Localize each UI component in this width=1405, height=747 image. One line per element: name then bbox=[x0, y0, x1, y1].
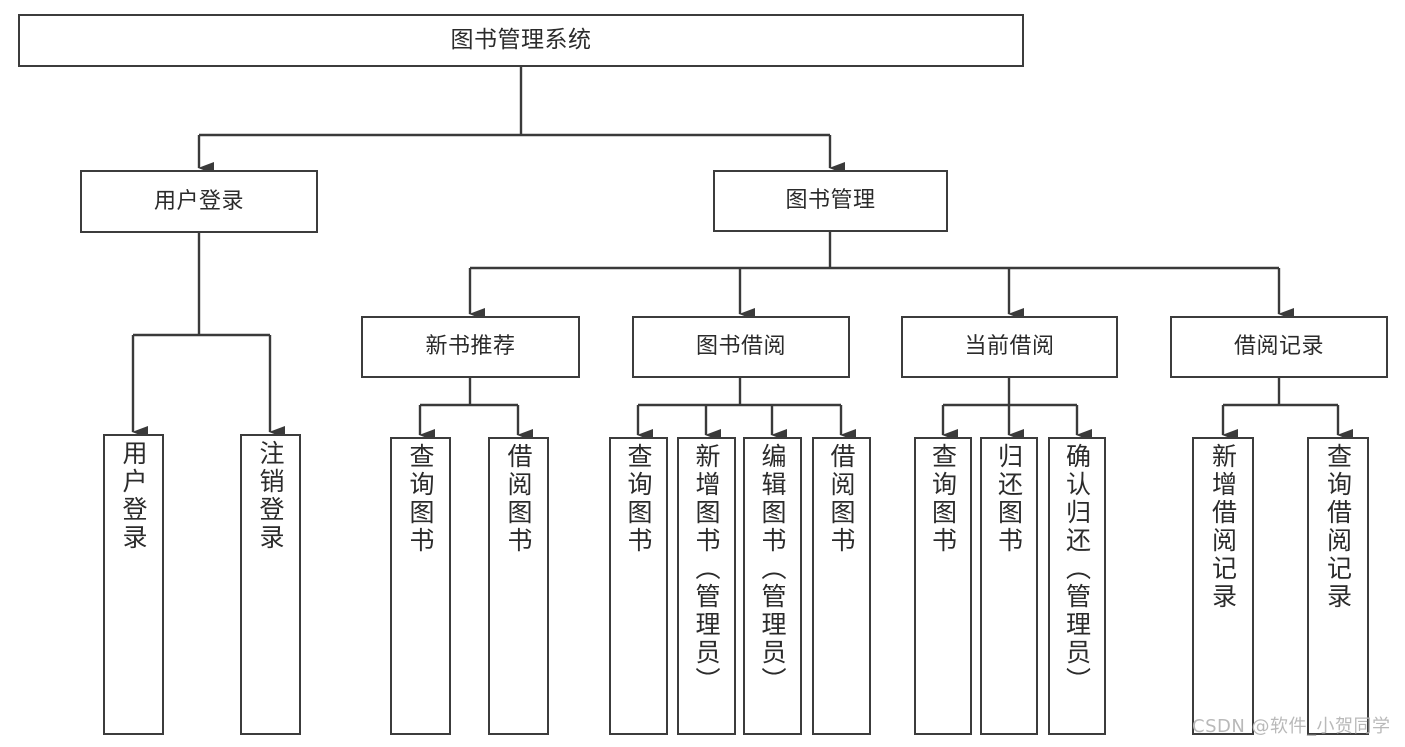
node-book-management[interactable]: 图书管理 bbox=[713, 170, 948, 232]
leaf-borrow-borrow-book[interactable]: 借阅图书 bbox=[812, 437, 871, 735]
leaf-current-confirm-return-admin[interactable]: 确认归还（管理员） bbox=[1048, 437, 1106, 735]
node-label: 注销登录 bbox=[256, 440, 285, 552]
leaf-user-login[interactable]: 用户登录 bbox=[103, 434, 164, 735]
leaf-borrow-edit-book-admin[interactable]: 编辑图书（管理员） bbox=[743, 437, 802, 735]
leaf-record-add-record[interactable]: 新增借阅记录 bbox=[1192, 437, 1254, 735]
node-label: 编辑图书（管理员） bbox=[758, 443, 787, 695]
leaf-user-logout[interactable]: 注销登录 bbox=[240, 434, 301, 735]
node-label: 查询图书 bbox=[928, 443, 958, 555]
leaf-recommend-borrow-book[interactable]: 借阅图书 bbox=[488, 437, 549, 735]
node-label: 确认归还（管理员） bbox=[1062, 443, 1092, 695]
leaf-borrow-query-book[interactable]: 查询图书 bbox=[609, 437, 668, 735]
node-new-book-recommend[interactable]: 新书推荐 bbox=[361, 316, 580, 378]
node-label: 用户登录 bbox=[153, 188, 244, 214]
node-current-borrow[interactable]: 当前借阅 bbox=[901, 316, 1118, 378]
node-label: 图书管理系统 bbox=[450, 26, 592, 53]
node-label: 图书管理 bbox=[785, 188, 876, 214]
node-label: 借阅图书 bbox=[504, 443, 533, 555]
node-label: 图书借阅 bbox=[695, 334, 786, 360]
csdn-watermark: CSDN @软件_小贺同学 bbox=[1192, 716, 1391, 737]
node-label: 新增图书（管理员） bbox=[692, 443, 721, 695]
node-label: 新增借阅记录 bbox=[1208, 443, 1238, 611]
node-label: 新书推荐 bbox=[425, 334, 516, 360]
node-label: 借阅记录 bbox=[1233, 334, 1324, 360]
node-label: 借阅图书 bbox=[827, 443, 856, 555]
node-label: 用户登录 bbox=[119, 440, 148, 552]
node-book-borrow[interactable]: 图书借阅 bbox=[632, 316, 850, 378]
leaf-record-query-record[interactable]: 查询借阅记录 bbox=[1307, 437, 1369, 735]
node-root-system[interactable]: 图书管理系统 bbox=[18, 14, 1024, 67]
node-label: 当前借阅 bbox=[964, 334, 1055, 360]
node-label: 查询图书 bbox=[406, 443, 435, 555]
node-label: 查询借阅记录 bbox=[1323, 443, 1353, 611]
node-label: 归还图书 bbox=[994, 443, 1024, 555]
node-user-login[interactable]: 用户登录 bbox=[80, 170, 318, 233]
node-borrow-record[interactable]: 借阅记录 bbox=[1170, 316, 1388, 378]
node-label: 查询图书 bbox=[624, 443, 653, 555]
leaf-borrow-add-book-admin[interactable]: 新增图书（管理员） bbox=[677, 437, 736, 735]
leaf-current-query-book[interactable]: 查询图书 bbox=[914, 437, 972, 735]
leaf-current-return-book[interactable]: 归还图书 bbox=[980, 437, 1038, 735]
leaf-recommend-query-book[interactable]: 查询图书 bbox=[390, 437, 451, 735]
